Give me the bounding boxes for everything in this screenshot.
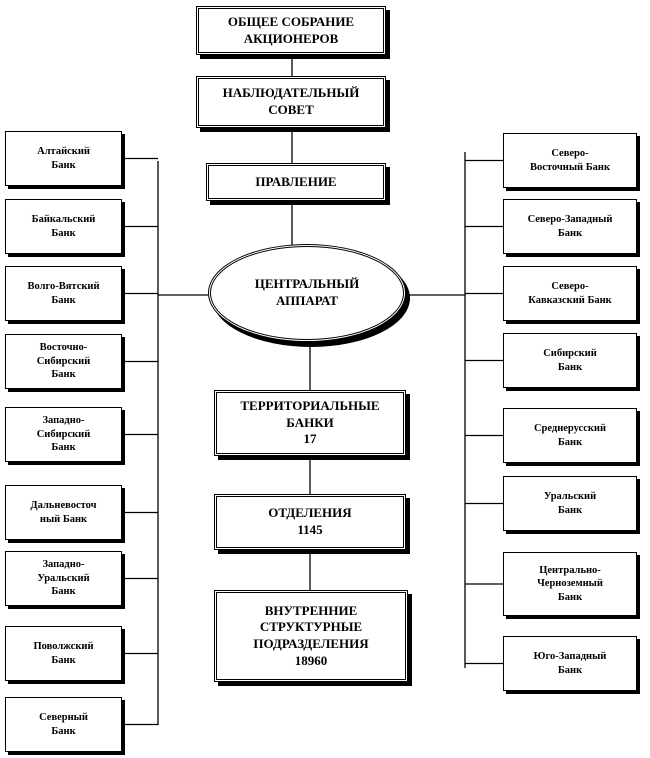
shareholders-meeting-box: ОБЩЕЕ СОБРАНИЕ АКЦИОНЕРОВ — [196, 6, 386, 55]
left-bank-box: Алтайский Банк — [5, 131, 122, 186]
left-bank-label: Алтайский Банк — [37, 146, 90, 171]
left-bank-label: Байкальский Банк — [31, 214, 96, 239]
internal-units-box: ВНУТРЕННИЕ СТРУКТУРНЫЕ ПОДРАЗДЕЛЕНИЯ 189… — [214, 590, 408, 682]
territorial-banks-label: ТЕРРИТОРИАЛЬНЫЕ БАНКИ 17 — [240, 398, 380, 447]
internal-units-label: ВНУТРЕННИЕ СТРУКТУРНЫЕ ПОДРАЗДЕЛЕНИЯ 189… — [253, 602, 369, 668]
central-office-ellipse: ЦЕНТРАЛЬНЫЙ АППАРАТ — [208, 244, 406, 342]
right-bank-box: Юго-Западный Банк — [503, 636, 637, 691]
supervisory-board-box: НАБЛЮДАТЕЛЬНЫЙ СОВЕТ — [196, 76, 386, 128]
right-bank-label: Северо-Западный Банк — [527, 214, 613, 239]
left-bank-box: Восточно- Сибирский Банк — [5, 334, 122, 389]
left-bank-label: Западно- Сибирский Банк — [36, 415, 91, 454]
left-bank-label: Дальневосточ ный Банк — [30, 500, 97, 525]
right-bank-box: Уральский Банк — [503, 476, 637, 531]
branches-box: ОТДЕЛЕНИЯ 1145 — [214, 494, 406, 550]
left-bank-box: Западно- Сибирский Банк — [5, 407, 122, 462]
left-bank-label: Северный Банк — [39, 712, 88, 737]
branches-label: ОТДЕЛЕНИЯ 1145 — [268, 505, 352, 537]
left-bank-label: Западно- Уральский Банк — [37, 559, 90, 598]
left-bank-box: Байкальский Банк — [5, 199, 122, 254]
territorial-banks-box: ТЕРРИТОРИАЛЬНЫЕ БАНКИ 17 — [214, 390, 406, 456]
left-bank-box: Дальневосточ ный Банк — [5, 485, 122, 540]
right-bank-label: Северо- Восточный Банк — [529, 148, 611, 173]
management-board-box: ПРАВЛЕНИЕ — [206, 163, 386, 201]
left-bank-label: Восточно- Сибирский Банк — [36, 342, 91, 381]
left-bank-label: Волго-Вятский Банк — [27, 281, 100, 306]
right-bank-box: Среднерусский Банк — [503, 408, 637, 463]
left-bank-box: Западно- Уральский Банк — [5, 551, 122, 606]
central-office-label: ЦЕНТРАЛЬНЫЙ АППАРАТ — [254, 276, 360, 308]
right-bank-box: Центрально- Черноземный Банк — [503, 552, 637, 616]
right-bank-label: Среднерусский Банк — [533, 423, 607, 448]
management-board-label: ПРАВЛЕНИЕ — [255, 173, 337, 189]
left-bank-label: Поволжский Банк — [33, 641, 94, 666]
right-bank-connectors — [465, 159, 503, 665]
right-bank-box: Северо-Западный Банк — [503, 199, 637, 254]
right-bank-label: Сибирский Банк — [543, 348, 597, 373]
left-bank-box: Поволжский Банк — [5, 626, 122, 681]
left-bank-connectors — [125, 157, 158, 726]
right-bank-box: Сибирский Банк — [503, 333, 637, 388]
left-bank-box: Волго-Вятский Банк — [5, 266, 122, 321]
right-bank-label: Уральский Банк — [543, 491, 597, 516]
right-bank-label: Центрально- Черноземный Банк — [537, 564, 603, 603]
shareholders-meeting-label: ОБЩЕЕ СОБРАНИЕ АКЦИОНЕРОВ — [227, 13, 355, 46]
right-bank-label: Северо- Кавказский Банк — [528, 281, 612, 306]
right-bank-box: Северо- Кавказский Банк — [503, 266, 637, 321]
left-bank-box: Северный Банк — [5, 697, 122, 752]
right-bank-box: Северо- Восточный Банк — [503, 133, 637, 188]
right-bank-label: Юго-Западный Банк — [533, 651, 607, 676]
supervisory-board-label: НАБЛЮДАТЕЛЬНЫЙ СОВЕТ — [222, 85, 360, 117]
